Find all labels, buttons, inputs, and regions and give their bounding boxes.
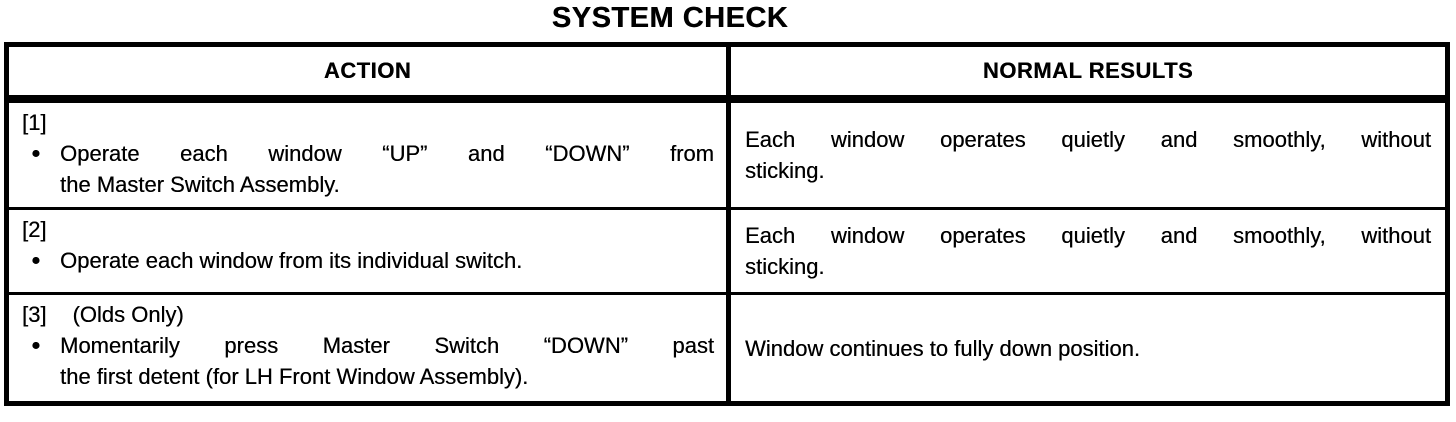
table-row-2-result: Each window operates quietly and smoothl…	[731, 210, 1445, 295]
result-text-line: sticking.	[745, 158, 825, 183]
action-text: Momentarily press Master Switch “DOWN” p…	[60, 330, 714, 392]
step-number: [3] (Olds Only)	[22, 299, 714, 330]
action-text: Operate each window “UP” and “DOWN” from…	[60, 138, 714, 200]
action-text-line: Operate each window from its individual …	[60, 248, 523, 273]
column-header-results-label: NORMAL RESULTS	[982, 58, 1194, 83]
result-text-line: sticking.	[745, 254, 825, 279]
column-header-action-label: ACTION	[323, 58, 412, 83]
action-text-line: Momentarily press Master Switch “DOWN” p…	[60, 333, 714, 358]
step-note: (Olds Only)	[72, 302, 184, 327]
system-check-table: ACTION NORMAL RESULTS [1] ● Operate each…	[4, 42, 1450, 406]
result-text-line: Window continues to fully down position.	[745, 335, 1140, 361]
action-item: ● Momentarily press Master Switch “DOWN”…	[22, 330, 714, 392]
column-header-action: ACTION	[9, 47, 731, 103]
column-header-normal-results: NORMAL RESULTS	[731, 47, 1445, 103]
action-text: Operate each window from its individual …	[60, 245, 714, 276]
step-number-label: [3]	[22, 302, 47, 327]
table-row-1-action: [1] ● Operate each window “UP” and “DOWN…	[9, 103, 731, 210]
bullet-icon: ●	[31, 337, 41, 354]
page-title: SYSTEM CHECK	[551, 2, 789, 34]
action-text-line: Operate each window “UP” and “DOWN” from	[60, 141, 714, 166]
table-row-3-result: Window continues to fully down position.	[731, 295, 1445, 401]
bullet-icon: ●	[31, 252, 41, 269]
action-text-line: the first detent (for LH Front Window As…	[60, 364, 529, 389]
step-number: [2]	[22, 214, 714, 245]
table-row-3-action: [3] (Olds Only) ● Momentarily press Maste…	[9, 295, 731, 401]
step-number: [1]	[22, 107, 714, 138]
step-number-label: [2]	[22, 217, 47, 242]
bullet-icon: ●	[31, 145, 41, 162]
action-text-line: the Master Switch Assembly.	[60, 172, 340, 197]
action-item: ● Operate each window from its individua…	[22, 245, 714, 276]
result-text-line: Each window operates quietly and smoothl…	[745, 127, 1431, 152]
table-row-2-action: [2] ● Operate each window from its indiv…	[9, 210, 731, 295]
step-number-label: [1]	[22, 110, 47, 135]
result-text-line: Each window operates quietly and smoothl…	[745, 223, 1431, 248]
table-row-1-result: Each window operates quietly and smoothl…	[731, 103, 1445, 210]
action-item: ● Operate each window “UP” and “DOWN” fr…	[22, 138, 714, 200]
